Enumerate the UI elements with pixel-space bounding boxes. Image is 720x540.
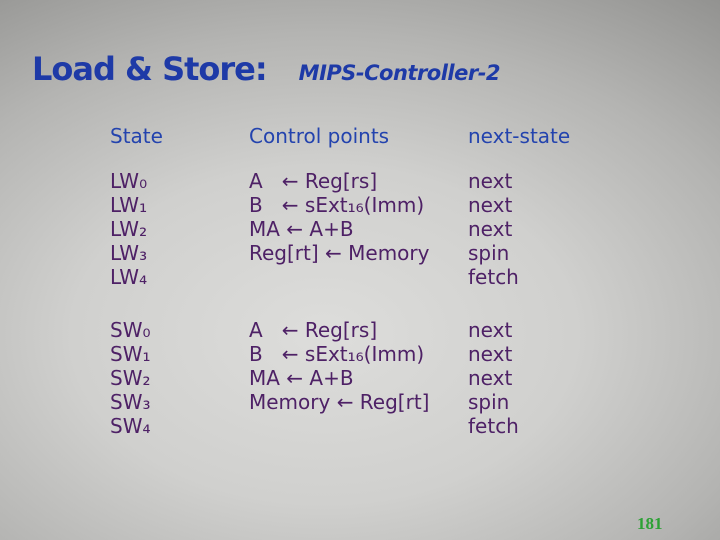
- next-cell-lw2: next: [468, 217, 513, 241]
- control-cell-lw-ma: MA ← A+B: [249, 217, 354, 241]
- next-cell-lw0: next: [468, 169, 513, 193]
- control-cell-lw-b: B ← sExt₁₆(Imm): [249, 193, 425, 217]
- header-next-state: next-state: [468, 124, 571, 148]
- state-cell-lw4: LW₄: [110, 265, 148, 289]
- slide-title-row: Load & Store: MIPS-Controller-2: [32, 50, 501, 88]
- column-control-points: Control points A ← Reg[rs] B ← sExt₁₆(Im…: [249, 124, 464, 414]
- next-cell-lw3: spin: [468, 241, 510, 265]
- state-cell-sw4: SW₄: [110, 414, 151, 438]
- next-cell-sw1: next: [468, 342, 513, 366]
- slide-title: Load & Store:: [32, 50, 268, 88]
- page-number: 181: [637, 514, 663, 533]
- column-state: State LW₀ LW₁ LW₂ LW₃ LW₄ SW₀ SW₁ SW₂ SW…: [110, 124, 245, 438]
- lw-control-block: A ← Reg[rs] B ← sExt₁₆(Imm) MA ← A+B Reg…: [249, 169, 429, 265]
- control-cell-sw-ma: MA ← A+B: [249, 366, 354, 390]
- header-state: State: [110, 124, 163, 148]
- state-cell-lw3: LW₃: [110, 241, 148, 265]
- lw-state-block: LW₀ LW₁ LW₂ LW₃ LW₄: [110, 169, 147, 289]
- state-cell-lw2: LW₂: [110, 217, 148, 241]
- sw-control-block: A ← Reg[rs] B ← sExt₁₆(Imm) MA ← A+B Mem…: [249, 318, 429, 414]
- next-cell-lw4: fetch: [468, 265, 519, 289]
- lw-next-block: next next next spin fetch: [468, 169, 519, 289]
- sw-next-block: next next next spin fetch: [468, 318, 519, 438]
- state-cell-sw3: SW₃: [110, 390, 151, 414]
- control-cell-sw-b: B ← sExt₁₆(Imm): [249, 342, 425, 366]
- column-next-state: next-state next next next spin fetch nex…: [468, 124, 598, 438]
- control-cell-sw-mem: Memory ← Reg[rt]: [249, 390, 430, 414]
- state-cell-lw1: LW₁: [110, 193, 148, 217]
- control-cell-lw-reg: Reg[rt] ← Memory: [249, 241, 430, 265]
- next-cell-sw2: next: [468, 366, 513, 390]
- control-cell-sw-a: A ← Reg[rs]: [249, 318, 378, 342]
- state-cell-lw0: LW₀: [110, 169, 148, 193]
- next-cell-sw4: fetch: [468, 414, 519, 438]
- slide-subtitle: MIPS-Controller-2: [298, 61, 501, 85]
- control-cell-lw-a: A ← Reg[rs]: [249, 169, 378, 193]
- next-cell-sw3: spin: [468, 390, 510, 414]
- state-cell-sw1: SW₁: [110, 342, 151, 366]
- state-transition-table: State LW₀ LW₁ LW₂ LW₃ LW₄ SW₀ SW₁ SW₂ SW…: [110, 124, 620, 464]
- header-control-points: Control points: [249, 124, 390, 148]
- state-cell-sw2: SW₂: [110, 366, 151, 390]
- state-cell-sw0: SW₀: [110, 318, 151, 342]
- sw-state-block: SW₀ SW₁ SW₂ SW₃ SW₄: [110, 318, 151, 438]
- next-cell-sw0: next: [468, 318, 513, 342]
- next-cell-lw1: next: [468, 193, 513, 217]
